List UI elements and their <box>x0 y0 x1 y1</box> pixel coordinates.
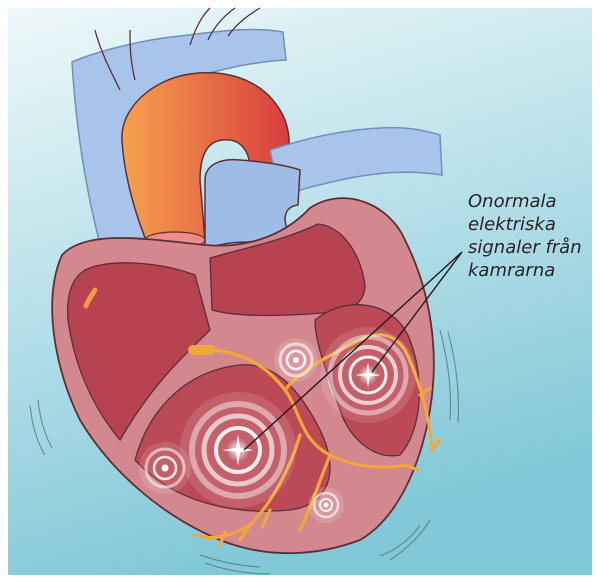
annotation-line-3: signaler från <box>468 236 600 259</box>
signal-burst-right <box>320 327 416 423</box>
annotation-line-4: kamrarna <box>468 259 600 282</box>
signal-burst-small-left <box>139 442 191 494</box>
signal-burst-small-lower <box>308 487 344 523</box>
signal-burst-large <box>180 392 296 508</box>
annotation-line-1: Onormala <box>468 190 600 213</box>
av-node <box>188 345 216 355</box>
annotation-line-2: elektriska <box>468 213 600 236</box>
signal-burst-small-upper <box>274 338 318 382</box>
annotation-label: Onormala elektriska signaler från kamrar… <box>468 190 600 282</box>
